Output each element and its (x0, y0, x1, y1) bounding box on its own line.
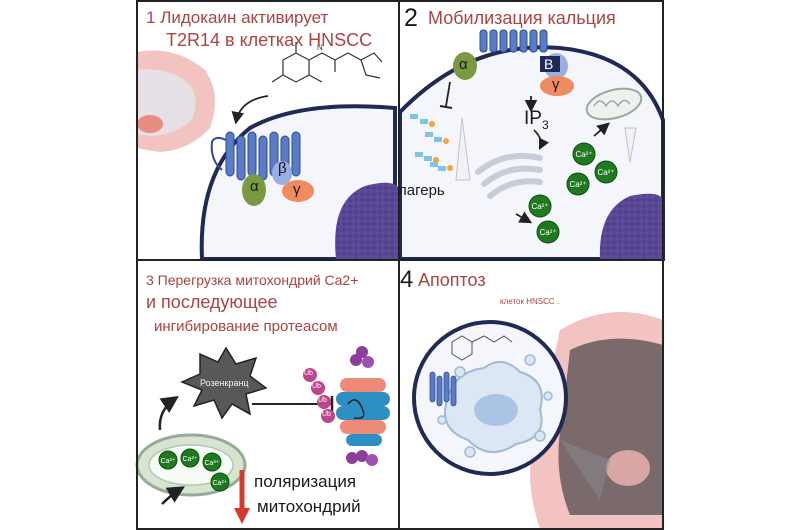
calcium-ion-p2-2-label: Ca²⁺ (597, 168, 614, 177)
calcium-ion-p3-4: Ca²⁺ (210, 472, 230, 492)
camp-molecules (410, 114, 453, 171)
calcium-ion-p2-3-label: Ca²⁺ (569, 180, 586, 189)
t2r14-receptor-2 (479, 29, 548, 53)
calcium-ion-p3-2: Ca²⁺ (180, 448, 200, 468)
g-beta-1 (272, 161, 292, 185)
panel-3-title-line1: 3 Перегрузка митохондрий Ca2+ (146, 272, 359, 288)
panel-1: N (137, 2, 400, 261)
panel-4-small-label: клеток HNSCC . (500, 297, 560, 306)
ub-label-4: Ub (322, 411, 331, 418)
endoplasmic-reticulum (475, 152, 543, 199)
panel-4 (399, 261, 663, 529)
calcium-ion-p2-5-label: Ca²⁺ (539, 228, 556, 237)
calcium-ion-p3-1-label: Ca²⁺ (161, 458, 176, 465)
ubiquitin-chain (303, 368, 335, 423)
mito-arrow-2 (593, 122, 610, 137)
depolarization-arrow-head (234, 508, 250, 524)
calcium-release-arrow (515, 211, 533, 224)
panel-3-title-line2: и последующее (146, 292, 278, 312)
ip3-arrow-out (533, 129, 550, 151)
beta-label-1: β (278, 160, 287, 177)
calcium-ion-p3-1: Ca²⁺ (158, 450, 178, 470)
ros-burst (180, 346, 268, 420)
ip3-label: IP3 (524, 108, 549, 132)
panel-1-number: 1 (146, 8, 156, 27)
lidocaine-n-atom: N (317, 43, 323, 52)
calcium-ion-p2-1-label: Ca²⁺ (575, 150, 592, 159)
nucleus-1 (335, 182, 400, 259)
gamma-label-2: γ (552, 76, 560, 93)
ub-label-1: Ub (304, 370, 313, 377)
panel-2-title: Мобилизация кальция (428, 8, 616, 28)
ub-label-2: Ub (312, 383, 321, 390)
mouth-illustration (137, 50, 215, 152)
gradient-wedge-2b (624, 127, 637, 163)
ub-label-3: Ub (318, 397, 327, 404)
calcium-into-mito-arrow (161, 486, 186, 505)
figure-border (136, 0, 664, 530)
camp-fragment-label: лагерь (398, 182, 445, 199)
mouth-illustration-4 (530, 312, 663, 529)
binding-arrow-1 (231, 95, 269, 125)
ros-label: Розенкранц (200, 378, 249, 388)
panel-1-title-text: Лидокаин активирует (160, 8, 329, 27)
lidocaine-structure (271, 42, 383, 83)
g-gamma-1 (282, 180, 314, 202)
calcium-ion-p3-2-label: Ca²⁺ (183, 456, 198, 463)
panel-2-number: 2 (404, 4, 418, 32)
calcium-ion-p2-4: Ca²⁺ (528, 194, 552, 218)
g-alpha-1 (242, 174, 266, 206)
calcium-ion-p2-2: Ca²⁺ (594, 160, 618, 184)
nucleus-core-4 (474, 394, 518, 426)
calcium-ion-p3-3-label: Ca²⁺ (205, 460, 220, 467)
receptor-tail-1 (210, 136, 227, 171)
panel-3-title-line3: ингибирование протеасом (154, 318, 338, 335)
inhibition-bar-2 (439, 105, 453, 109)
calcium-ion-p2-3: Ca²⁺ (566, 172, 590, 196)
mitochondrion-2 (585, 87, 643, 121)
proteasome (336, 346, 390, 466)
nucleus-2 (599, 193, 663, 259)
panel-3 (135, 261, 399, 529)
g-alpha-2 (453, 52, 477, 80)
mito-to-ros-arrow (158, 396, 179, 431)
alpha-label-2: α (459, 56, 468, 73)
gamma-label-1: γ (293, 181, 301, 198)
calcium-ion-p2-4-label: Ca²⁺ (531, 202, 548, 211)
panel-1-title-line1: 1 Лидокаин активирует (146, 8, 328, 28)
panel-2 (398, 2, 665, 261)
calcium-ion-p3-4-label: Ca²⁺ (213, 480, 228, 487)
apoptotic-blebs (437, 354, 553, 458)
panel-4-number: 4 (400, 266, 414, 293)
ip3-subscript: 3 (541, 117, 549, 132)
calcium-ions: Ca²⁺ Ca²⁺ Ca²⁺ Ca²⁺ Ca²⁺ Ca²⁺ Ca²⁺ Ca²⁺ Ca²⁺ (158, 142, 618, 492)
beta-label-2: B (544, 56, 554, 72)
g-beta-2-box (540, 56, 560, 72)
panel-1-title-line2: T2R14 в клетках HNSCC (166, 30, 373, 50)
panel-4-title: Апоптоз (418, 270, 486, 290)
calcium-ion-p2-5: Ca²⁺ (536, 220, 560, 244)
calcium-ion-p3-3: Ca²⁺ (202, 452, 222, 472)
depolarization-label-line2: митохондрий (257, 497, 361, 516)
depolarization-label-line1: поляризация (254, 472, 357, 491)
inhibition-line-2 (445, 81, 451, 107)
g-gamma-2 (540, 76, 574, 96)
lidocaine-structure-4 (451, 335, 513, 361)
alpha-label-1: α (250, 178, 259, 195)
t2r14-receptor-4 (429, 371, 457, 407)
ip3-text: IP (524, 108, 542, 129)
gradient-wedge-2a (455, 117, 471, 181)
calcium-ion-p2-1: Ca²⁺ (572, 142, 596, 166)
